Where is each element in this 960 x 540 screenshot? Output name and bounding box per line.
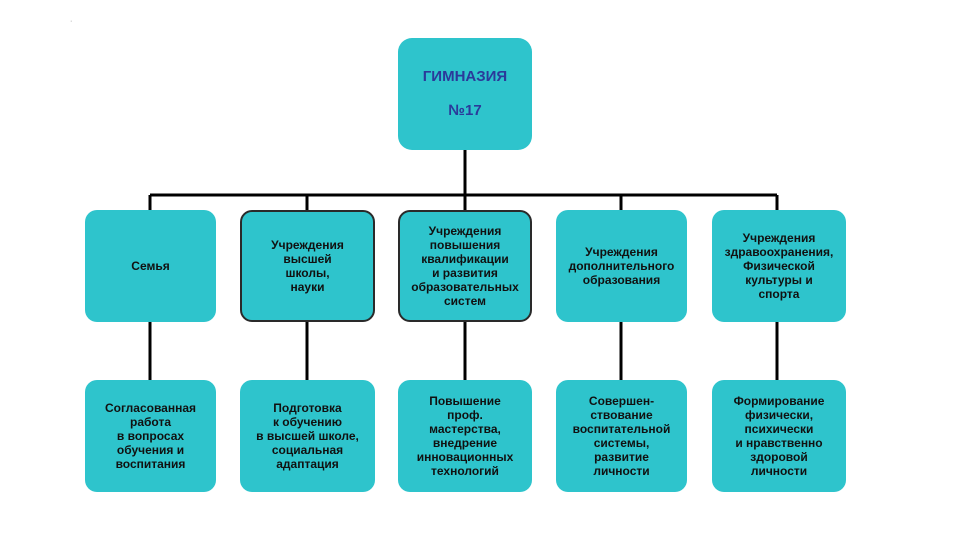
outcome-label: Формирование физически, психически и нра… <box>733 394 825 478</box>
partner-box-healthcare-sport: Учреждения здравоохранения, Физической к… <box>712 210 846 322</box>
partner-box-higher-school: Учреждения высшей школы, науки <box>240 210 375 322</box>
partner-box-family: Семья <box>85 210 216 322</box>
partner-label: Семья <box>131 259 170 273</box>
outcome-box-2: Подготовка к обучению в высшей школе, со… <box>240 380 375 492</box>
root-label: ГИМНАЗИЯ №17 <box>422 68 508 119</box>
partner-box-qualification: Учреждения повышения квалификации и разв… <box>398 210 532 322</box>
partner-label: Учреждения дополнительного образования <box>568 245 675 287</box>
partner-label: Учреждения здравоохранения, Физической к… <box>724 231 834 301</box>
corner-mark: · <box>70 18 73 25</box>
outcome-box-5: Формирование физически, психически и нра… <box>712 380 846 492</box>
outcome-label: Согласованная работа в вопросах обучения… <box>104 401 197 471</box>
partner-box-additional-education: Учреждения дополнительного образования <box>556 210 687 322</box>
outcome-label: Подготовка к обучению в высшей школе, со… <box>256 401 359 471</box>
outcome-box-3: Повышение проф. мастерства, внедрение ин… <box>398 380 532 492</box>
outcome-box-1: Согласованная работа в вопросах обучения… <box>85 380 216 492</box>
outcome-box-4: Совершен- ствование воспитательной систе… <box>556 380 687 492</box>
partner-label: Учреждения высшей школы, науки <box>271 238 344 294</box>
root-box-gymnasium: ГИМНАЗИЯ №17 <box>398 38 532 150</box>
outcome-label: Повышение проф. мастерства, внедрение ин… <box>416 394 514 478</box>
outcome-label: Совершен- ствование воспитательной систе… <box>572 394 671 478</box>
partner-label: Учреждения повышения квалификации и разв… <box>411 224 519 308</box>
